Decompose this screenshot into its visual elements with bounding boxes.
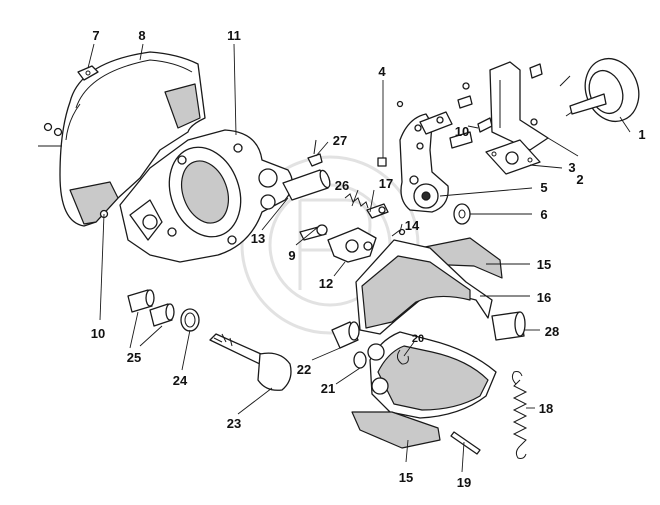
callout-24: 24 xyxy=(173,373,188,388)
roller-bush xyxy=(491,311,526,341)
leader-lines xyxy=(38,43,631,473)
callout-10-right: 10 xyxy=(455,124,469,139)
chamber-bracket xyxy=(489,61,549,151)
brake-chamber xyxy=(559,57,640,123)
small-nut xyxy=(377,157,387,167)
callout-26: 26 xyxy=(335,178,349,193)
callout-7: 7 xyxy=(92,28,99,43)
callout-8: 8 xyxy=(138,28,145,43)
clevis-assembly xyxy=(396,82,493,149)
washer xyxy=(453,203,471,225)
brake-shoes xyxy=(355,239,497,419)
callout-9: 9 xyxy=(288,248,295,263)
callout-15-upper: 15 xyxy=(537,257,551,272)
shoe-pin xyxy=(450,431,481,455)
brake-spider xyxy=(119,129,293,263)
dust-shield xyxy=(59,51,206,227)
brake-lining-lower xyxy=(351,411,441,449)
callout-10-left: 10 xyxy=(91,326,105,341)
callout-23: 23 xyxy=(227,416,241,431)
shield-clip xyxy=(77,65,99,81)
mounting-gasket xyxy=(485,139,541,175)
callout-12: 12 xyxy=(319,276,333,291)
callout-6: 6 xyxy=(540,207,547,222)
callout-2: 2 xyxy=(576,172,583,187)
camshaft xyxy=(209,333,292,391)
callout-14: 14 xyxy=(405,218,420,233)
callout-18: 18 xyxy=(539,401,553,416)
return-spring xyxy=(511,371,528,459)
cam-roller xyxy=(331,321,367,369)
callout-25: 25 xyxy=(127,350,141,365)
callout-28: 28 xyxy=(545,324,559,339)
callout-22: 22 xyxy=(297,362,311,377)
camshaft-bushings xyxy=(127,289,200,332)
callout-4: 4 xyxy=(378,64,386,79)
callout-27: 27 xyxy=(333,133,347,148)
callout-17: 17 xyxy=(379,176,393,191)
callout-1: 1 xyxy=(638,127,645,142)
callout-3: 3 xyxy=(568,160,575,175)
anchor-pin xyxy=(282,169,331,201)
callout-15-lower: 15 xyxy=(399,470,413,485)
callout-labels: 1 2 3 4 5 6 7 8 9 10 10 11 12 13 14 15 1… xyxy=(91,28,646,490)
callout-20: 20 xyxy=(412,333,424,345)
callout-13: 13 xyxy=(251,231,265,246)
callout-21: 21 xyxy=(321,381,335,396)
slack-adjuster xyxy=(399,113,449,213)
callout-5: 5 xyxy=(540,180,547,195)
callout-19: 19 xyxy=(457,475,471,490)
callout-16: 16 xyxy=(537,290,551,305)
retaining-clip xyxy=(396,349,409,365)
grease-nipple xyxy=(307,139,323,167)
callout-11: 11 xyxy=(227,28,241,43)
